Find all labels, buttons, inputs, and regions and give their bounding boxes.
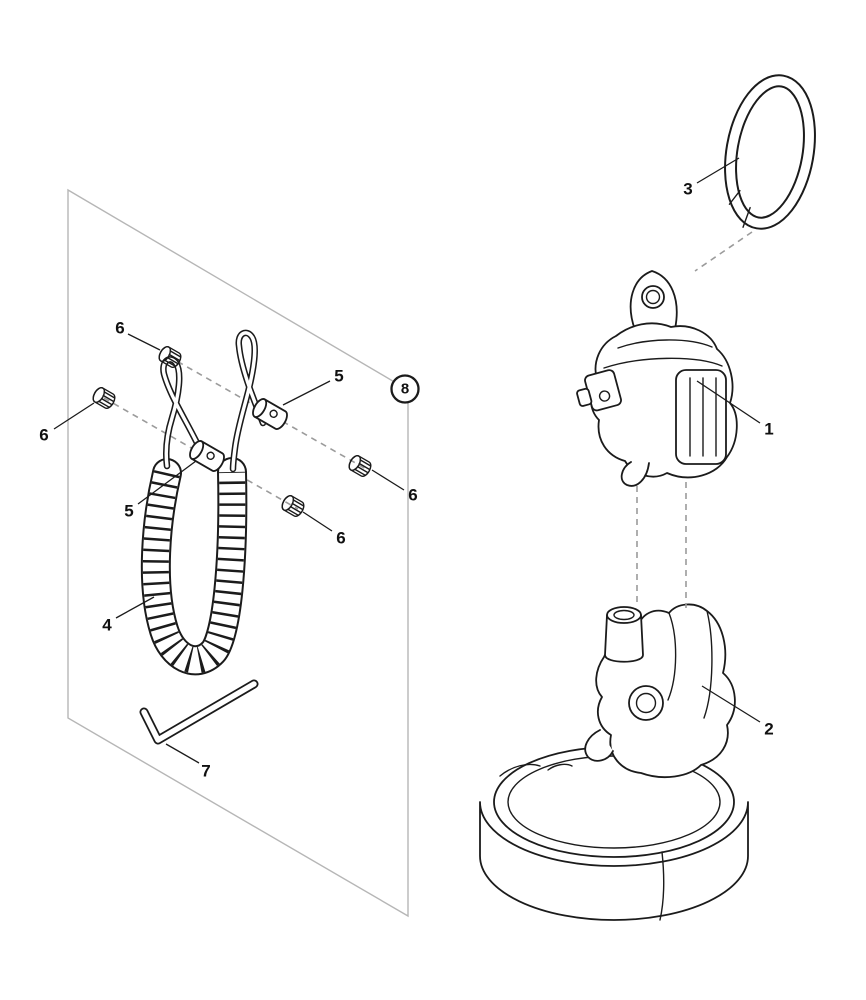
leader-6a [127,333,161,351]
part1-ear-hole-outer [641,285,665,309]
callout-label-1: 1 [764,420,773,439]
part1-clamp-knob [576,387,593,407]
part2-fin-contour-1 [667,612,677,701]
assembly-dashes-vertical [636,482,687,608]
leader-6c [371,469,405,491]
callout-labels: 1 2 3 4 5 5 6 6 6 6 7 8 [39,180,773,781]
circled-callout-8 [390,374,420,404]
callout-label-3: 3 [683,180,692,199]
carabiner-gate-hinge [728,189,741,205]
ferrule-right-setscrew-hole [269,409,278,418]
base-boot [479,746,749,921]
base-lip-detail-2 [547,763,573,771]
ferrule-right-cap [252,398,268,418]
carabiner [719,74,820,236]
callout-label-6c: 6 [408,486,417,505]
carabiner-dash-link [694,231,753,272]
base-lip-detail-1 [499,763,541,777]
callout-label-6a: 6 [115,319,124,338]
callout-label-5b: 5 [124,502,133,521]
upper-clamp-part-1 [576,270,738,487]
part1-clamp-block [576,369,622,412]
base-outer-shell [479,801,749,921]
leader-3 [696,157,740,184]
part2-boss-inner [635,692,657,714]
ferrule-left-cap [189,440,205,460]
part2-cylinder-bore [613,609,635,621]
leader-6d [302,511,333,532]
part1-clamp-screw [598,390,611,402]
leader-1 [696,380,761,424]
leader-6b [53,402,95,430]
base-seam-line [659,851,665,921]
leader-5a [282,380,331,406]
callout-label-7: 7 [201,762,210,781]
knurled-nut-middle [279,493,307,519]
callout-label-6b: 6 [39,426,48,445]
part1-bottom-hook [620,461,650,487]
part2-cylinder-top [606,606,642,624]
callout-label-2: 2 [764,720,773,739]
callout-label-4: 4 [102,616,112,635]
callout-label-5a: 5 [334,367,343,386]
ferrule-left-setscrew-hole [206,451,215,460]
coil-fill [156,472,233,660]
leader-2 [701,685,761,723]
part2-fin-contour-2 [703,610,713,719]
ferrule-right [252,398,288,430]
coiled-lanyard [156,333,263,660]
part1-ear-hole-inner [645,289,661,305]
carabiner-gate-latch [742,206,751,228]
leader-5b [137,460,197,505]
lower-mount-part-2 [584,603,736,779]
leader-7 [165,743,200,764]
part2-boss-outer [628,685,664,721]
hardware-panel-outline [67,188,409,918]
callout-label-6d: 6 [336,529,345,548]
callout-leaders [53,157,761,764]
carabiner-ring-fill [720,74,820,229]
callout-label-8: 8 [401,381,409,398]
part2-hook [584,729,614,762]
part1-band-2 [603,357,723,369]
part1-band-1 [617,339,713,349]
hex-key [144,684,254,740]
ferrule-left [189,440,225,472]
part1-grille-frame [675,369,727,465]
leader-4 [115,596,155,619]
part2-cylinder [604,614,644,663]
